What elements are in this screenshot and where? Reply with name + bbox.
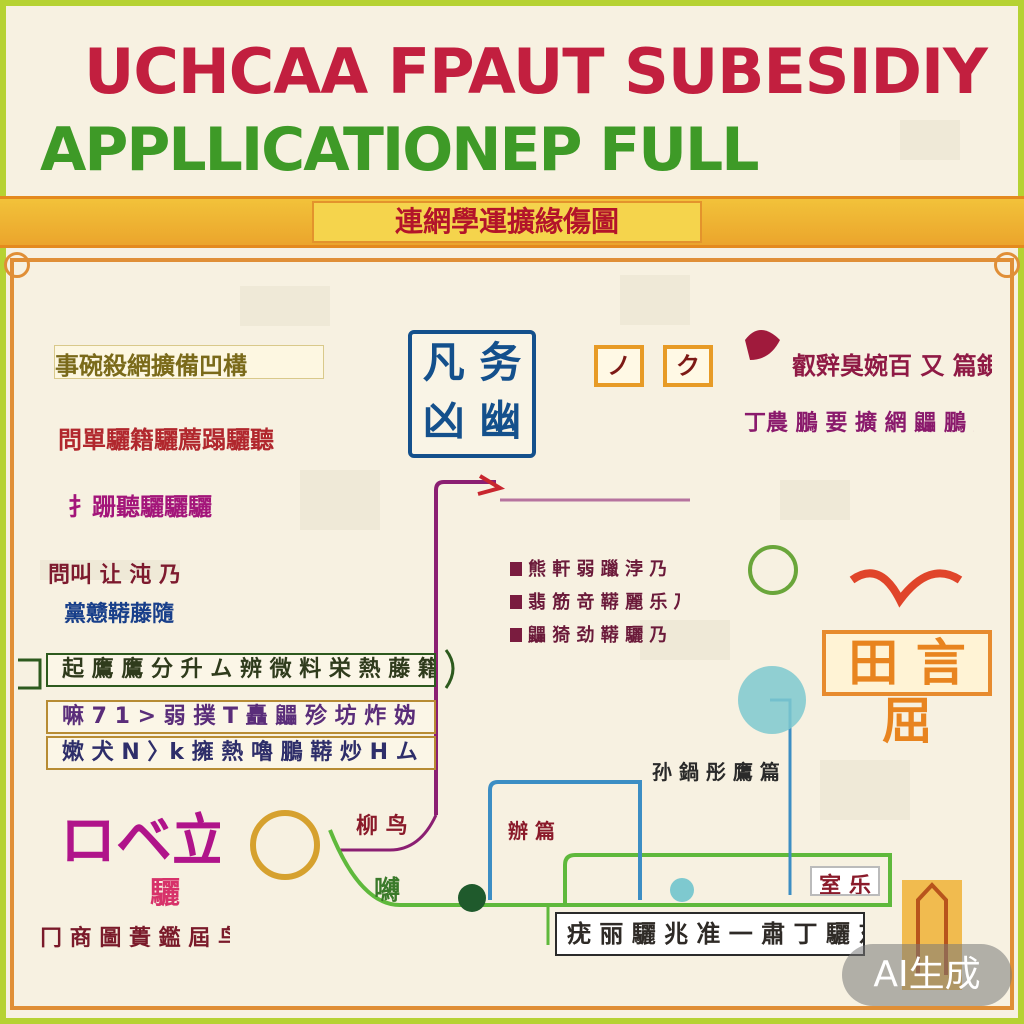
node-icon	[458, 884, 486, 912]
bottom-left-big: ロベ立	[60, 809, 220, 868]
left-line-1: 事碗殺網擴備凹構	[54, 345, 324, 379]
connector-blue	[488, 780, 642, 900]
title-line-1: UCHCAA FPAUT SUBESIDIY	[84, 35, 988, 108]
flower-icon	[745, 330, 780, 360]
bullet-marker	[510, 562, 522, 576]
list-row-3: 嫰 犬 N 〉k 擁 熱 嚕 鵬 鞯 炒 H ム	[46, 736, 436, 770]
bottom-mid-label: 辦 篇	[508, 819, 555, 843]
arrow-head	[477, 474, 506, 496]
seal-bottom-text: 凶 幽	[422, 396, 522, 445]
swirl-icon	[250, 810, 320, 880]
bullet-row-2: 翡 筋 竒 鞯 麗 乐 乃 鞯	[510, 588, 680, 610]
texture-patch	[640, 620, 730, 660]
mini-box-a: ノ	[594, 345, 644, 387]
list-row-1: 起 鷹 鷹 分 升 ム 辨 微 料 栄 熱 藤 籍	[46, 653, 436, 687]
node-icon	[670, 878, 694, 902]
bullet-marker	[510, 595, 522, 609]
banner-label: 連網學運擴緣傷圖	[312, 201, 702, 243]
left-line-2: 問單驪籍驪薦蹋驪聽	[58, 426, 274, 454]
texture-patch	[820, 760, 910, 820]
corner-ornament	[994, 252, 1020, 278]
cloud-icon	[738, 666, 806, 734]
bottom-mid-right-label: 嚩	[374, 876, 401, 906]
texture-patch	[240, 286, 330, 326]
texture-patch	[40, 560, 180, 580]
texture-patch	[780, 480, 850, 520]
bracket-right	[444, 649, 455, 689]
ai-generated-badge: AI生成	[842, 944, 1012, 1006]
bullet-text: 鼺 猗 劲 鞯 驪 乃 乃	[528, 625, 670, 643]
bullet-text: 翡 筋 竒 鞯 麗 乐 乃 鞯	[528, 592, 680, 610]
seal-top-text: 凡 务	[422, 338, 522, 387]
left-line-4: 問叫 让 沌 乃	[48, 563, 181, 588]
bullet-row-1: 熊 軒 弱 躐 浡 乃	[510, 555, 670, 577]
ring-icon	[748, 545, 798, 595]
bullet-row-3: 鼺 猗 劲 鞯 驪 乃 乃	[510, 621, 670, 643]
title-line-2: APPLLICATIONEP FULL	[40, 115, 759, 185]
left-line-3: 扌跚聽驪驪驪	[68, 493, 212, 521]
seal-emblem: 凡 务 凶 幽	[408, 330, 536, 458]
stamp-box: 田 言 屈	[822, 630, 992, 750]
right-line-1: 叡辤臭婉百 又 篇鋇	[792, 352, 992, 380]
bottom-caption-box: 疣 丽 驪 兆 准 一 肅 丁 驪 东	[555, 912, 865, 956]
right-sub-label: 孙 鍋 彤 鷹 篇	[652, 760, 780, 784]
texture-patch	[300, 470, 380, 530]
connector-purple-tail	[340, 814, 438, 852]
pillar-outline	[916, 882, 948, 975]
bracket-left	[18, 658, 42, 690]
content-frame	[10, 258, 1014, 1010]
right-line-2: 丁農 鵬 要 擴 網 鼺 鵬 房 芬 松	[744, 411, 974, 436]
bottom-right-label: 室 乐	[810, 866, 880, 896]
bullet-text: 熊 軒 弱 躐 浡 乃	[528, 559, 668, 577]
left-line-5: 黨戆鞯藤隨	[64, 602, 175, 627]
list-row-2: 嘛 7 1 > 弱 撲 T 矗 鼺 殄 坊 炸 妫	[46, 700, 436, 734]
texture-patch	[620, 275, 690, 325]
connector-green	[328, 829, 892, 907]
corner-ornament	[4, 252, 30, 278]
mini-box-b: ク	[663, 345, 713, 387]
bottom-left-low: 冂 商 圖 蕢 鑑 屆 鸟	[40, 926, 230, 951]
flame-icon	[849, 569, 963, 608]
bottom-center-label: 柳 鸟	[356, 814, 408, 839]
connector-purple	[434, 480, 496, 815]
bottom-left-mid: 驪	[150, 876, 180, 908]
bullet-marker	[510, 628, 522, 642]
texture-patch	[900, 120, 960, 160]
